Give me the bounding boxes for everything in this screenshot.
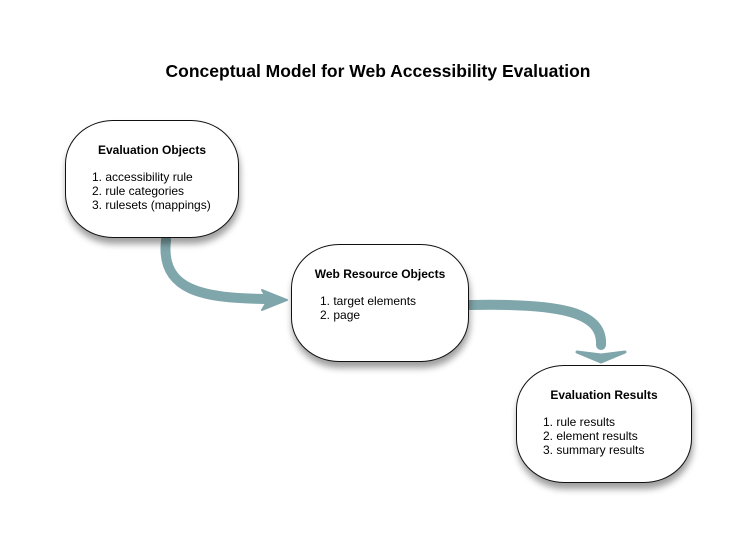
connector-line xyxy=(160,235,271,304)
connector-objects-to-resource xyxy=(160,235,288,311)
connector-resource-to-results xyxy=(465,299,627,364)
node-item: 2. page xyxy=(320,308,361,322)
node-item: 1. target elements xyxy=(320,294,417,308)
node-title: Evaluation Objects xyxy=(97,143,207,157)
node-item: 2. rule categories xyxy=(92,184,185,198)
connector-line xyxy=(465,299,606,350)
node-evaluation-results: Evaluation Results 1. rule results 2. el… xyxy=(516,365,692,483)
node-item: 3. summary results xyxy=(543,443,645,457)
node-item: 3. rulesets (mappings) xyxy=(92,198,211,212)
node-item-list: 1. target elements 2. page xyxy=(292,294,468,322)
node-web-resource-objects: Web Resource Objects 1. target elements … xyxy=(291,244,469,362)
node-item-list: 1. rule results 2. element results 3. su… xyxy=(517,415,691,457)
node-item: 1. rule results xyxy=(543,415,616,429)
diagram-title: Conceptual Model for Web Accessibility E… xyxy=(165,61,591,81)
node-item: 1. accessibility rule xyxy=(92,170,193,184)
connector-arrowhead xyxy=(261,289,288,311)
connector-arrowhead xyxy=(575,350,627,364)
node-title: Web Resource Objects xyxy=(314,267,446,281)
node-title: Evaluation Results xyxy=(550,388,658,402)
node-item-list: 1. accessibility rule 2. rule categories… xyxy=(66,170,238,212)
node-item: 2. element results xyxy=(543,429,638,443)
node-evaluation-objects: Evaluation Objects 1. accessibility rule… xyxy=(65,120,239,238)
